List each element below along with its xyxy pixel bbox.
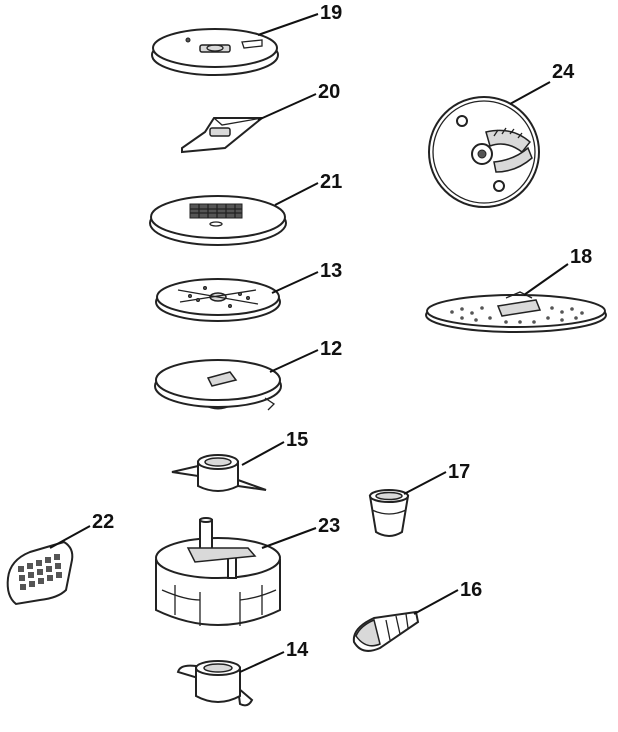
part-18-grating-disc [425, 291, 607, 333]
part-15-mini-blade [171, 454, 267, 492]
leader-13 [271, 271, 319, 294]
leader-24 [509, 81, 551, 105]
leader-17 [403, 471, 447, 495]
part-13-shredding-disc [155, 278, 281, 322]
label-17: 17 [448, 461, 470, 483]
part-17-small-cup [368, 489, 410, 537]
leader-23 [261, 527, 317, 549]
leader-12 [269, 349, 319, 373]
leader-14 [239, 651, 285, 673]
label-15: 15 [286, 429, 308, 451]
leader-21 [274, 182, 319, 206]
label-18: 18 [570, 246, 592, 268]
part-16-drive-adapter [352, 610, 420, 652]
label-12: 12 [320, 338, 342, 360]
part-14-blade-hub [176, 660, 254, 707]
leader-22 [49, 525, 91, 549]
label-22: 22 [92, 511, 114, 533]
label-14: 14 [286, 639, 309, 661]
part-19-disc [151, 28, 279, 76]
leader-15 [241, 441, 285, 466]
label-16: 16 [460, 579, 482, 601]
part-22-cleaning-tool [6, 540, 74, 606]
label-21: 21 [320, 171, 342, 193]
leader-18 [523, 263, 569, 296]
part-12-slicing-disc [154, 359, 282, 411]
part-20-adjuster [181, 117, 265, 154]
leader-20 [257, 93, 317, 121]
part-23-dicing-drum [155, 517, 281, 626]
label-24: 24 [552, 61, 575, 83]
label-23: 23 [318, 515, 340, 537]
label-19: 19 [320, 2, 342, 24]
label-13: 13 [320, 260, 342, 282]
label-20: 20 [318, 81, 340, 103]
part-24-round-disc [428, 96, 540, 208]
leader-16 [413, 589, 459, 615]
leader-19 [257, 13, 319, 36]
part-21-dicing-disc [149, 195, 287, 246]
